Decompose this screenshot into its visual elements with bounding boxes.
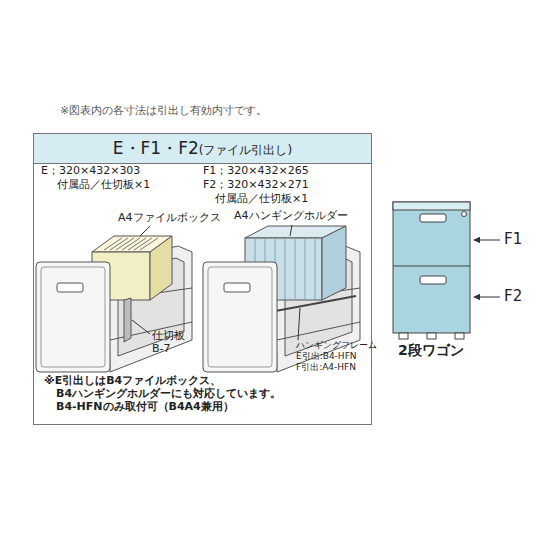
accessory-note: 付属品／仕切板×1 (57, 179, 150, 192)
two-drawer-wagon (393, 202, 470, 339)
dimension: F1；320×432×265 (203, 165, 309, 178)
leader-line (140, 226, 150, 236)
part-code: B-7 (152, 343, 171, 356)
dimension: E；320×432×303 (41, 165, 140, 178)
header-band: E・F1・F2(ファイル引出し) (34, 134, 371, 164)
drawer-label: F1 (504, 231, 522, 248)
product-name: 2段ワゴン (398, 342, 464, 358)
note: B4ハンギングホルダーにも対応しています。 (56, 388, 281, 401)
part-name: ハンギングフレーム (296, 340, 377, 350)
panel-subtitle: (ファイル引出し) (199, 143, 292, 157)
note: ※図表内の各寸法は引出し有効内寸です。 (60, 105, 267, 118)
part-name: A4ファイルボックス (118, 212, 221, 225)
leader-line (132, 320, 150, 334)
leader-line (298, 308, 300, 340)
part-name: A4ハンギングホルダー (234, 210, 348, 223)
accessory-note: 付属品／仕切板×1 (215, 193, 308, 206)
note: ※E引出しはB4ファイルボックス、 (44, 375, 221, 388)
pointer-arrow (474, 297, 500, 298)
file-drawer-e (36, 236, 192, 372)
panel-title: E・F1・F2 (113, 138, 199, 158)
note: B4-HFNのみ取付可（B4A4兼用） (56, 401, 234, 414)
part-name: 仕切板 (152, 330, 185, 343)
drawer-label: F2 (504, 288, 522, 305)
leader-line (290, 225, 292, 236)
part-code: E引出:B4-HFN (296, 351, 357, 361)
pointer-arrow (474, 240, 500, 241)
file-drawer-f (203, 226, 360, 372)
part-code: F引出:A4-HFN (296, 362, 356, 372)
dimension: F2；320×432×271 (203, 179, 309, 192)
